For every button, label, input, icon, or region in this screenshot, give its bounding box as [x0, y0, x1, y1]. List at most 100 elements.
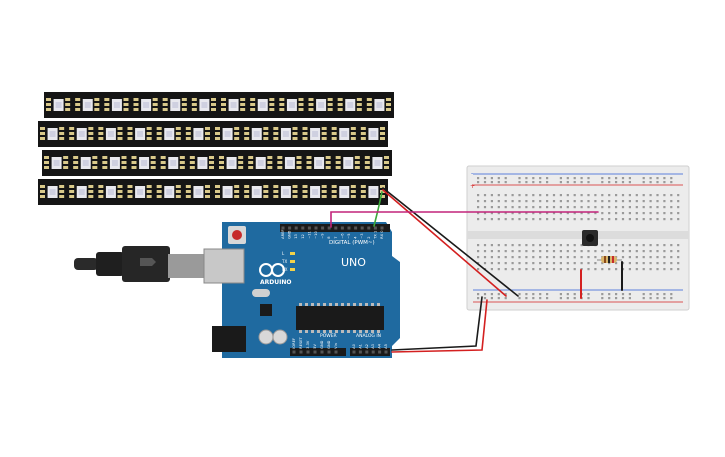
breadboard-hole[interactable]	[608, 200, 611, 203]
rail-hole[interactable]	[525, 297, 528, 300]
breadboard-hole[interactable]	[490, 268, 493, 271]
rail-hole[interactable]	[615, 293, 618, 296]
breadboard-hole[interactable]	[677, 212, 680, 215]
breadboard-hole[interactable]	[615, 200, 618, 203]
breadboard-hole[interactable]	[511, 250, 514, 253]
breadboard-hole[interactable]	[580, 200, 583, 203]
breadboard-hole[interactable]	[497, 262, 500, 265]
breadboard-hole[interactable]	[518, 244, 521, 247]
breadboard-hole[interactable]	[594, 194, 597, 197]
breadboard-hole[interactable]	[539, 250, 542, 253]
rail-hole[interactable]	[539, 181, 542, 184]
breadboard-hole[interactable]	[573, 218, 576, 221]
breadboard-hole[interactable]	[601, 262, 604, 265]
rail-hole[interactable]	[559, 297, 562, 300]
breadboard-hole[interactable]	[663, 256, 666, 259]
header-pin-hole[interactable]	[354, 226, 358, 230]
breadboard-hole[interactable]	[546, 244, 549, 247]
breadboard-hole[interactable]	[477, 212, 480, 215]
breadboard-hole[interactable]	[532, 256, 535, 259]
rail-hole[interactable]	[608, 181, 611, 184]
breadboard-hole[interactable]	[587, 200, 590, 203]
header-pin-hole[interactable]	[301, 226, 305, 230]
breadboard-hole[interactable]	[490, 256, 493, 259]
header-pin-hole[interactable]	[288, 226, 292, 230]
rail-hole[interactable]	[559, 293, 562, 296]
breadboard-hole[interactable]	[539, 256, 542, 259]
breadboard-hole[interactable]	[539, 200, 542, 203]
breadboard-hole[interactable]	[497, 256, 500, 259]
breadboard-hole[interactable]	[677, 200, 680, 203]
breadboard-hole[interactable]	[642, 212, 645, 215]
breadboard-hole[interactable]	[608, 218, 611, 221]
rail-hole[interactable]	[649, 181, 652, 184]
rail-hole[interactable]	[670, 293, 673, 296]
breadboard-hole[interactable]	[546, 200, 549, 203]
breadboard-hole[interactable]	[587, 262, 590, 265]
breadboard-hole[interactable]	[642, 200, 645, 203]
breadboard-hole[interactable]	[642, 218, 645, 221]
header-pin-hole[interactable]	[365, 350, 369, 354]
breadboard-hole[interactable]	[670, 194, 673, 197]
rail-hole[interactable]	[483, 293, 487, 296]
breadboard-hole[interactable]	[594, 212, 597, 215]
breadboard-hole[interactable]	[580, 262, 583, 265]
rail-hole[interactable]	[566, 293, 569, 296]
header-pin-hole[interactable]	[358, 350, 362, 354]
breadboard-hole[interactable]	[546, 256, 549, 259]
rail-hole[interactable]	[580, 177, 583, 180]
breadboard-hole[interactable]	[497, 200, 500, 203]
rail-hole[interactable]	[504, 293, 507, 296]
breadboard-hole[interactable]	[532, 212, 535, 215]
rail-hole[interactable]	[628, 177, 631, 180]
rail-hole[interactable]	[642, 181, 645, 184]
breadboard-hole[interactable]	[546, 212, 549, 215]
breadboard-hole[interactable]	[559, 256, 562, 259]
breadboard-hole[interactable]	[497, 268, 500, 271]
breadboard-hole[interactable]	[677, 256, 680, 259]
breadboard-hole[interactable]	[483, 206, 487, 209]
breadboard-hole[interactable]	[539, 268, 542, 271]
rail-hole[interactable]	[587, 177, 590, 180]
breadboard-hole[interactable]	[677, 250, 680, 253]
rail-hole[interactable]	[532, 297, 535, 300]
breadboard-hole[interactable]	[559, 244, 562, 247]
breadboard-hole[interactable]	[628, 256, 631, 259]
breadboard-hole[interactable]	[656, 194, 659, 197]
breadboard-hole[interactable]	[477, 244, 480, 247]
pushbutton[interactable]	[582, 230, 598, 246]
breadboard-hole[interactable]	[490, 262, 493, 265]
rail-hole[interactable]	[573, 293, 576, 296]
breadboard-hole[interactable]	[559, 206, 562, 209]
rail-hole[interactable]	[601, 177, 604, 180]
breadboard-hole[interactable]	[649, 206, 652, 209]
breadboard-hole[interactable]	[670, 206, 673, 209]
rail-hole[interactable]	[628, 293, 631, 296]
breadboard-hole[interactable]	[490, 250, 493, 253]
breadboard-hole[interactable]	[525, 194, 528, 197]
rail-hole[interactable]	[573, 177, 576, 180]
breadboard-hole[interactable]	[566, 200, 569, 203]
rail-hole[interactable]	[477, 293, 480, 296]
breadboard-hole[interactable]	[580, 268, 583, 271]
header-pin-hole[interactable]	[307, 226, 311, 230]
breadboard-hole[interactable]	[483, 244, 487, 247]
breadboard-hole[interactable]	[477, 256, 480, 259]
rail-hole[interactable]	[573, 181, 576, 184]
header-pin-hole[interactable]	[360, 226, 364, 230]
rail-hole[interactable]	[621, 177, 625, 180]
breadboard-hole[interactable]	[546, 194, 549, 197]
breadboard-hole[interactable]	[621, 206, 625, 209]
breadboard-hole[interactable]	[628, 218, 631, 221]
breadboard-hole[interactable]	[608, 268, 611, 271]
header-pin-hole[interactable]	[313, 350, 317, 354]
rail-hole[interactable]	[642, 177, 645, 180]
breadboard-hole[interactable]	[477, 206, 480, 209]
breadboard-hole[interactable]	[490, 218, 493, 221]
breadboard-hole[interactable]	[615, 244, 618, 247]
breadboard-hole[interactable]	[552, 268, 556, 271]
breadboard-hole[interactable]	[649, 256, 652, 259]
breadboard-hole[interactable]	[559, 262, 562, 265]
breadboard-hole[interactable]	[566, 256, 569, 259]
breadboard-hole[interactable]	[497, 218, 500, 221]
